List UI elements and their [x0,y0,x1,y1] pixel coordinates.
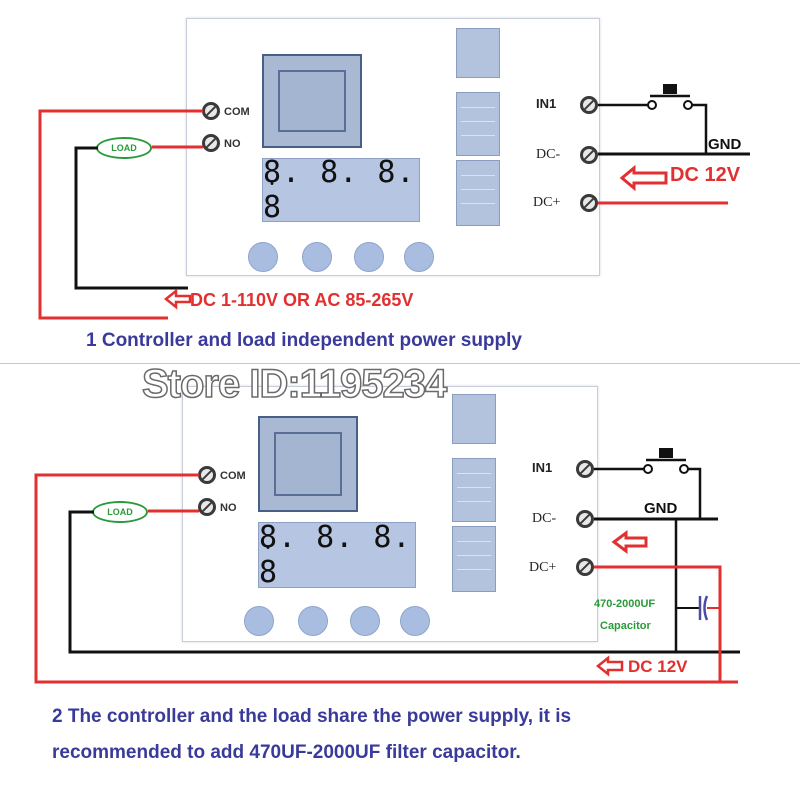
caption-bottom-line2: recommended to add 470UF-2000UF filter c… [52,742,521,763]
caption-top: 1 Controller and load independent power … [86,330,522,351]
switch-cap-top [663,84,677,94]
no-terminal-top [202,134,220,152]
panel-divider [0,363,800,364]
capacitor-word-label: Capacitor [600,620,651,632]
arrow-dc12v-top [619,164,668,192]
dcplus-terminal-bottom [576,558,594,576]
in1-label-bottom: IN1 [532,460,553,475]
switch-cap-bottom [659,448,673,458]
button-4-bottom [400,606,430,636]
dcminus-terminal-bottom [576,510,594,528]
relay-top [262,54,362,148]
in1-terminal-bottom [576,460,594,478]
display-digits-bottom: 8. 8. 8. 8 [259,520,412,590]
wire-load-black-top [74,146,188,290]
button-2-top [302,242,332,272]
com-terminal-top [202,102,220,120]
arrow-dc12v-bottom [595,655,624,677]
terminal-block-3-bottom [452,526,496,592]
dc12v-label-bottom: DC 12V [628,657,688,676]
in1-label-top: IN1 [536,96,557,111]
switch-contact-1-bottom [643,464,653,474]
store-watermark: Store ID:1195234 [141,361,448,407]
wire-load-black-bottom [68,510,740,654]
load-label-top: LOAD [111,143,137,153]
led-display-bottom: •8. 8. 8. 8 [258,520,416,590]
button-1-top [248,242,278,272]
button-1-bottom [244,606,274,636]
dcplus-terminal-top [580,194,598,212]
terminal-block-3-top [456,160,500,226]
arrow-load-supply-top [163,288,192,310]
dc12v-label-top: DC 12V [670,164,741,186]
controller-board-top [186,18,600,276]
capacitor-value-label: 470-2000UF [594,598,656,610]
com-label-bottom: COM [220,470,246,482]
led-display-top: •8. 8. 8. 8 [262,155,420,225]
button-3-bottom [350,606,380,636]
gnd-label-top: GND [708,136,742,153]
terminal-block-2-top [456,92,500,156]
terminal-block-1-top [456,28,500,78]
dcminus-label-top: DC- [536,147,561,162]
no-terminal-bottom [198,498,216,516]
dcplus-label-bottom: DC+ [529,560,557,575]
dcminus-terminal-top [580,146,598,164]
terminal-block-1-bottom [452,394,496,444]
load-supply-label-top: DC 1-110V OR AC 85-265V [190,290,414,310]
dcminus-label-bottom: DC- [532,511,557,526]
dcplus-label-top: DC+ [533,195,561,210]
wire-switch-gnd-top [692,103,708,154]
relay-bottom [258,416,358,512]
button-2-bottom [298,606,328,636]
capacitor-plate-right [703,595,709,621]
switch-contact-1-top [647,100,657,110]
terminal-block-2-bottom [452,458,496,522]
switch-contact-2-top [683,100,693,110]
wire-com-red-top [38,109,203,320]
no-label-bottom: NO [220,502,237,514]
in1-terminal-top [580,96,598,114]
arrow-dcplus-bottom [611,530,648,554]
wire-com-red-bottom [34,473,738,684]
com-label-top: COM [224,106,250,118]
com-terminal-bottom [198,466,216,484]
display-digits: 8. 8. 8. 8 [263,155,416,225]
gnd-label-bottom: GND [644,500,678,517]
caption-bottom-line1: 2 The controller and the load share the … [52,706,572,727]
load-label-bottom: LOAD [107,507,133,517]
wire-dcplus-bottom [594,565,722,682]
switch-contact-2-bottom [679,464,689,474]
no-label-top: NO [224,138,241,150]
button-4-top [404,242,434,272]
wire-switch-gnd-bottom [688,467,702,519]
controller-board-bottom [182,386,598,642]
button-3-top [354,242,384,272]
